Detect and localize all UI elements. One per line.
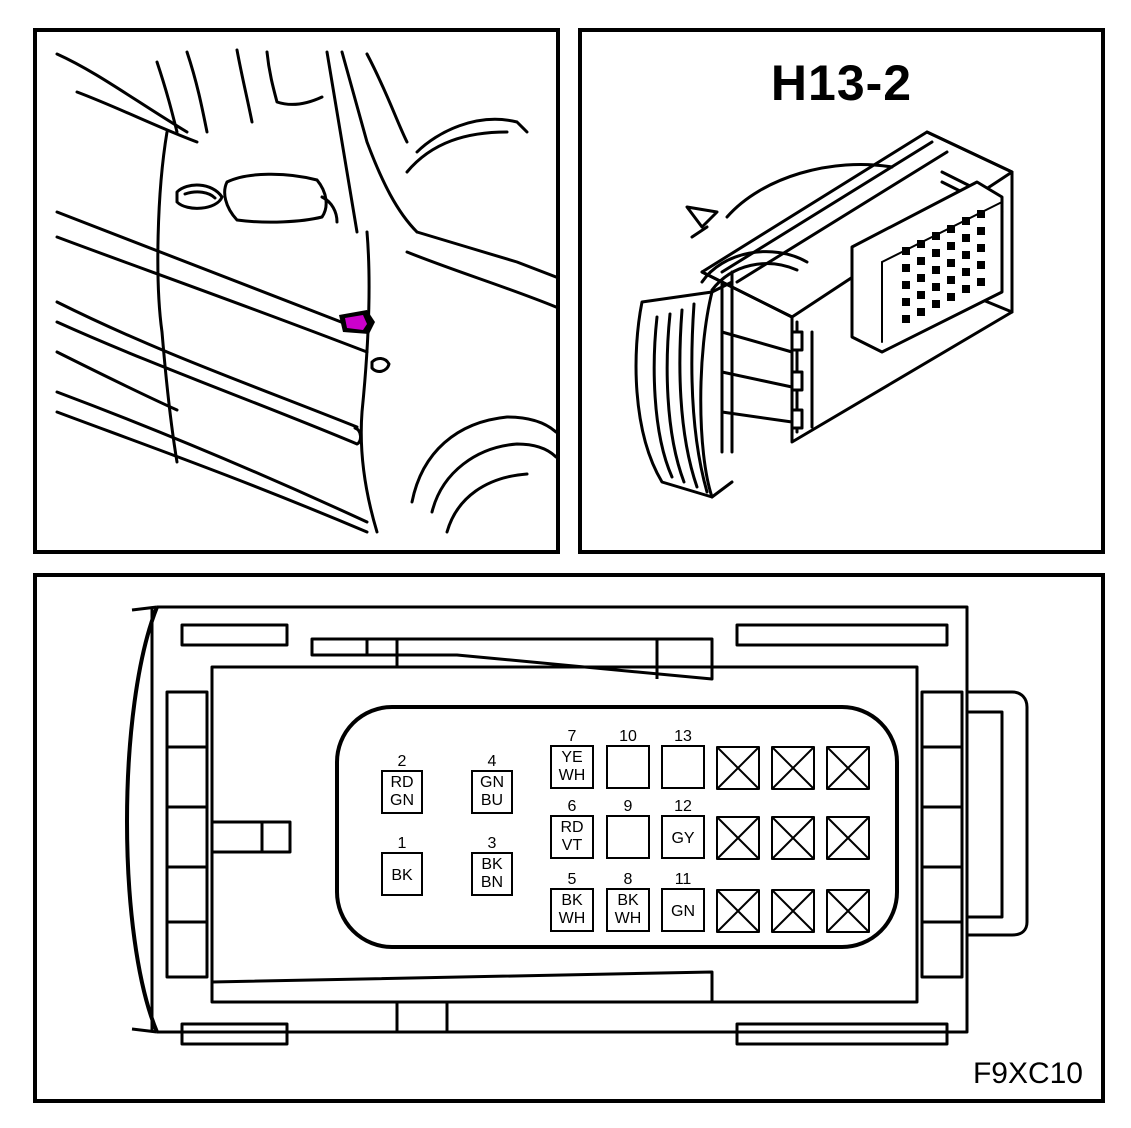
pin-cavity-10: 10 <box>606 728 650 789</box>
pin-number: 4 <box>488 753 497 770</box>
car-location-panel <box>33 28 560 554</box>
pin-wire-color: GN <box>390 792 414 809</box>
connector-view-panel: H13-2 <box>578 28 1105 554</box>
pin-wire-color: BK <box>481 856 503 873</box>
pin-box <box>661 888 705 932</box>
figure-code: F9XC10 <box>972 1057 1083 1090</box>
pin-box <box>381 852 423 896</box>
pin-number: 7 <box>568 728 577 745</box>
pin-box <box>606 888 650 932</box>
pin-number: 9 <box>624 798 633 815</box>
pin-box <box>550 745 594 789</box>
pin-number: 8 <box>624 871 633 888</box>
pin-wire-color: YE <box>561 749 582 766</box>
pin-wire-color: BU <box>481 792 503 809</box>
pin-box <box>606 815 650 859</box>
pin-wire-color: RD <box>390 774 413 791</box>
pin-box <box>471 852 513 896</box>
pin-box <box>606 745 650 789</box>
connector-title: H13-2 <box>770 55 913 111</box>
pin-wire-color: GN <box>480 774 504 791</box>
pin-number: 5 <box>568 871 577 888</box>
pin-number: 1 <box>398 835 407 852</box>
pin-wire-color: WH <box>559 910 586 927</box>
pin-cavity-13: 13 <box>661 728 705 789</box>
pin-number: 13 <box>674 728 692 745</box>
pin-wire-color: WH <box>615 910 642 927</box>
pin-number: 11 <box>675 871 692 888</box>
connector-face-outline <box>125 605 1029 1046</box>
pin-number: 12 <box>674 798 692 815</box>
pin-cavity-1: 1BK <box>381 835 423 896</box>
pin-box <box>550 888 594 932</box>
pin-wire-color: BK <box>561 892 583 909</box>
pin-cavity-9: 9 <box>606 798 650 859</box>
pin-wire-color: BK <box>617 892 639 909</box>
pin-wire-color: BK <box>391 867 413 884</box>
car-door-illustration <box>55 48 556 534</box>
connector-3d-illustration <box>634 130 1014 499</box>
pin-box <box>661 815 705 859</box>
pin-number: 3 <box>488 835 497 852</box>
pin-box <box>661 745 705 789</box>
pin-wire-color: VT <box>562 837 583 854</box>
pin-wire-color: RD <box>560 819 583 836</box>
pin-number: 2 <box>398 753 407 770</box>
pin-wire-color: WH <box>559 767 586 784</box>
pin-number: 10 <box>619 728 637 745</box>
pin-box <box>381 770 423 814</box>
pin-wire-color: GN <box>671 903 695 920</box>
pin-box <box>550 815 594 859</box>
pin-wire-color: BN <box>481 874 503 891</box>
connector-location-marker <box>339 310 375 334</box>
pin-wire-color: GY <box>671 830 694 847</box>
pin-box <box>471 770 513 814</box>
pin-number: 6 <box>568 798 577 815</box>
